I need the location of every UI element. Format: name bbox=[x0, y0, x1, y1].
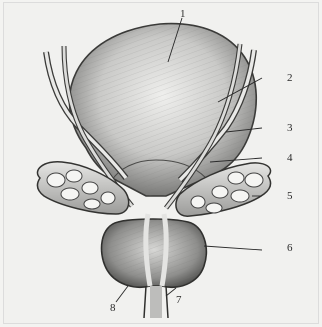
label-5: 5 bbox=[287, 190, 293, 202]
prostate bbox=[102, 214, 207, 287]
label-6: 6 bbox=[287, 242, 293, 254]
label-7: 7 bbox=[176, 294, 182, 306]
leader-6 bbox=[204, 246, 262, 250]
urethra bbox=[144, 286, 168, 318]
label-8: 8 bbox=[110, 302, 116, 314]
label-1: 1 bbox=[180, 8, 186, 20]
label-4: 4 bbox=[287, 152, 293, 164]
label-2: 2 bbox=[287, 72, 293, 84]
label-3: 3 bbox=[287, 122, 293, 134]
leader-7 bbox=[166, 288, 176, 296]
leader-8 bbox=[116, 286, 128, 302]
